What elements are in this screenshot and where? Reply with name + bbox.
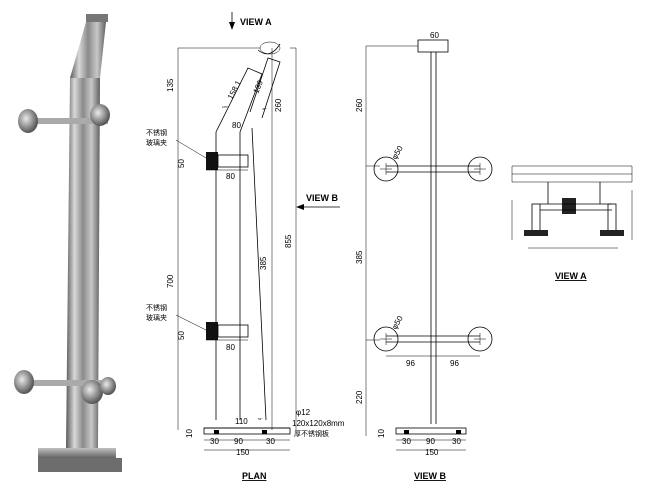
- vb-base-30a: 30: [402, 437, 411, 446]
- upper-clamp-rod: [28, 118, 108, 124]
- va-right-pad: [600, 230, 624, 236]
- angle-52: 52°: [258, 417, 263, 421]
- angle-45: 45°: [262, 107, 267, 111]
- vb-dim-220: 220: [355, 390, 364, 404]
- vb-phi50-top: φ50: [390, 144, 405, 161]
- base-note-material: 厚不锈钢板: [294, 429, 329, 438]
- vb-dim-260: 260: [355, 98, 364, 112]
- view-a-arrow-label: VIEW A: [240, 17, 272, 27]
- top-saddle-plate: [417, 39, 449, 53]
- vb-base-bolt-1: [404, 430, 409, 434]
- upper-clamp-left: [18, 109, 38, 133]
- dim-80-bracket1: 80: [226, 172, 235, 181]
- va-right-clamp: [607, 203, 617, 233]
- lower-clamp-right: [81, 380, 103, 404]
- lower-clamp-left: [14, 370, 34, 394]
- vb-base-150: 150: [425, 448, 439, 457]
- base-bolt-1: [214, 430, 219, 434]
- plan-base-30b: 30: [266, 437, 275, 446]
- view-b-title: VIEW B: [414, 471, 447, 481]
- vb-dim-96-right: 96: [450, 359, 459, 368]
- view-a-arrow-icon: [229, 22, 235, 30]
- post-photo: [14, 14, 122, 472]
- base-plate: [38, 448, 116, 460]
- bracket-note-1-line1: 不锈钢: [146, 128, 167, 137]
- va-left-pad: [524, 230, 548, 236]
- plan-drawing: VIEW A 158.1 139 135 260 80 105° 45° 80 …: [146, 12, 345, 481]
- lower-clamp-rod: [22, 380, 110, 386]
- dim-phi12: φ12: [296, 408, 311, 417]
- lower-clamp-right-circle: [467, 326, 493, 352]
- vb-dim-96-left: 96: [406, 359, 415, 368]
- angle-105: 105°: [222, 105, 229, 109]
- dim-110: 110: [235, 417, 248, 426]
- base-plate-side: [38, 458, 122, 472]
- view-b-arrow-label: VIEW B: [306, 193, 339, 203]
- vb-base-30b: 30: [452, 437, 461, 446]
- vb-dim-385: 385: [355, 250, 364, 264]
- view-a-title: VIEW A: [555, 271, 587, 281]
- va-left-clamp: [531, 203, 541, 233]
- dim-50-bot: 50: [177, 331, 186, 340]
- dim-80-top: 80: [232, 121, 241, 130]
- lower-clamp-left-circle: [373, 326, 399, 352]
- post-top-arm: [70, 22, 106, 78]
- vb-dim-10: 10: [377, 429, 386, 438]
- post-shaft: [66, 78, 100, 448]
- top-saddle: [257, 43, 281, 55]
- bracket-note-2-leader: [175, 314, 207, 331]
- lower-bracket-plate: [217, 324, 249, 338]
- dim-135: 135: [166, 78, 175, 92]
- view-b-drawing: 60 260 385 220 10 φ50 φ50 96 96: [355, 31, 493, 481]
- lower-clamp-right-2: [100, 377, 116, 395]
- base-plate-plan: [203, 427, 291, 435]
- vb-base-90: 90: [426, 437, 435, 446]
- vb-dim-60: 60: [430, 31, 439, 40]
- upper-bracket-block: [206, 152, 218, 170]
- bracket-note-1-line2: 玻璃夹: [146, 138, 167, 147]
- view-b-arrow-icon: [296, 204, 304, 210]
- dim-700: 700: [166, 274, 175, 288]
- top-arm-right: [249, 57, 281, 119]
- dim-385: 385: [259, 256, 268, 270]
- handrail-saddle: [86, 14, 108, 22]
- bracket-note-2-line1: 不锈钢: [146, 303, 167, 312]
- plan-title: PLAN: [242, 471, 267, 481]
- post-slant-line: [251, 127, 267, 421]
- upper-clamp-left-circle: [373, 156, 399, 182]
- vb-phi50-bot: φ50: [390, 314, 405, 331]
- dim-10: 10: [185, 429, 194, 438]
- plan-base-150: 150: [236, 448, 250, 457]
- bracket-note-1-leader: [175, 139, 207, 159]
- vb-base-plate: [395, 427, 467, 435]
- lower-bracket-block: [206, 322, 218, 340]
- dim-855: 855: [284, 234, 293, 248]
- vb-base-bolt-2: [456, 430, 461, 434]
- upper-clamp-right-circle: [467, 156, 493, 182]
- upper-clamp-right: [90, 104, 110, 126]
- view-a-drawing: VIEW A: [511, 165, 633, 281]
- dim-80-bracket2: 80: [226, 343, 235, 352]
- plan-base-90: 90: [234, 437, 243, 446]
- plan-base-30a: 30: [210, 437, 219, 446]
- base-bolt-2: [262, 430, 267, 434]
- bracket-note-2-line2: 玻璃夹: [146, 313, 167, 322]
- upper-bracket-plate: [217, 154, 249, 168]
- handrail-circle: [259, 41, 281, 55]
- dim-50-top: 50: [177, 159, 186, 168]
- dim-139: 139: [252, 78, 266, 94]
- va-center-block: [562, 198, 576, 214]
- dim-260: 260: [274, 98, 283, 112]
- base-note-size: 120x120x8mm: [292, 419, 345, 428]
- top-arm-left: [215, 67, 263, 133]
